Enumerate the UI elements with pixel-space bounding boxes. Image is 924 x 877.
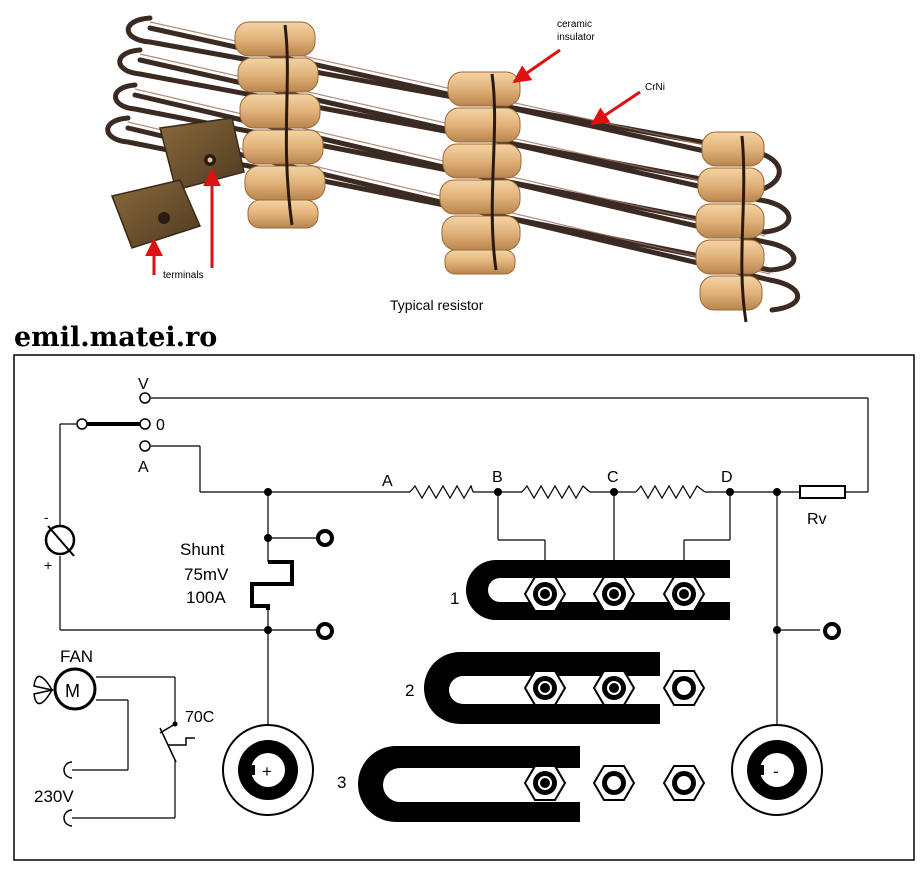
output-posts[interactable]	[316, 529, 841, 640]
thermostat-label: 70C	[185, 709, 214, 726]
row1-nut-d	[663, 576, 705, 612]
mains-plug-bottom	[63, 809, 73, 827]
row2-nut-b	[524, 670, 566, 706]
meter-plus: +	[44, 557, 52, 573]
shunt-current: 100A	[186, 588, 226, 607]
rv-label: Rv	[807, 511, 827, 528]
label-crni: CrNi	[645, 82, 665, 93]
terminal-negative[interactable]: -	[731, 724, 823, 816]
fan-motor-label: M	[65, 681, 80, 701]
fan-motor	[53, 667, 97, 711]
post-shunt-bottom[interactable]	[316, 622, 334, 640]
row-label-2: 2	[405, 681, 414, 700]
resistor-row-3: 3	[337, 746, 705, 822]
label-ceramic: ceramic	[557, 19, 592, 30]
panel-meter: - +	[44, 509, 76, 573]
row-label-3: 3	[337, 773, 346, 792]
fan-label: FAN	[60, 647, 93, 666]
row1-nut-c	[593, 576, 635, 612]
resistor-row-1: 1	[450, 560, 730, 620]
meter-minus: -	[44, 509, 49, 525]
label-insulator: insulator	[557, 32, 595, 43]
schematic-wires	[59, 397, 869, 819]
mains-plug-top	[63, 761, 73, 779]
post-negative[interactable]	[823, 622, 841, 640]
label-terminals: terminals	[163, 270, 204, 281]
selector-switch[interactable]: V 0 A	[76, 376, 165, 476]
switch-label-0: 0	[156, 417, 165, 434]
shunt-label: Shunt	[180, 540, 225, 559]
shunt: Shunt 75mV 100A	[180, 540, 294, 610]
switch-common	[76, 418, 88, 430]
site-name: emil.matei.ro	[14, 322, 217, 353]
terminal-plus-sign: +	[262, 762, 272, 781]
terminal-minus-sign: -	[773, 762, 779, 781]
tapped-resistor	[409, 484, 706, 500]
switch-label-a: A	[138, 459, 149, 476]
terminal-plates	[110, 117, 245, 249]
row1-nut-b	[524, 576, 566, 612]
ceramic-insulators-right	[695, 131, 765, 311]
pointer-arrows	[145, 48, 641, 275]
junction-dots	[264, 488, 781, 634]
tap-label-d: D	[721, 469, 733, 486]
tap-label-a: A	[382, 473, 393, 490]
shunt-voltage: 75mV	[184, 565, 229, 584]
tap-label-c: C	[607, 469, 619, 486]
switch-contact-a	[139, 440, 151, 452]
row3-nut-d	[663, 765, 705, 801]
thermostat-switch	[159, 723, 195, 763]
fan-circuit: FAN M 70C 230V	[33, 647, 214, 827]
terminal-positive[interactable]: +	[222, 724, 314, 816]
row3-nut-c	[593, 765, 635, 801]
resistor-row-2: 2	[405, 652, 705, 724]
photo-caption: Typical resistor	[390, 297, 484, 313]
row2-nut-d	[663, 670, 705, 706]
tap-label-b: B	[492, 469, 503, 486]
switch-contact-0	[139, 418, 151, 430]
ceramic-insulators-middle	[439, 71, 522, 275]
row2-nut-c	[593, 670, 635, 706]
resistor-photo: ceramic insulator CrNi terminals Typical…	[105, 15, 801, 323]
fan-blade-icon	[33, 675, 54, 705]
resistor-rv: Rv	[799, 485, 846, 528]
row3-nut-b	[524, 765, 566, 801]
row-label-1: 1	[450, 589, 459, 608]
switch-contact-v	[139, 392, 151, 404]
ceramic-insulators-left	[234, 21, 326, 229]
post-shunt-top[interactable]	[316, 529, 334, 547]
switch-label-v: V	[138, 376, 149, 393]
mains-label: 230V	[34, 787, 74, 806]
